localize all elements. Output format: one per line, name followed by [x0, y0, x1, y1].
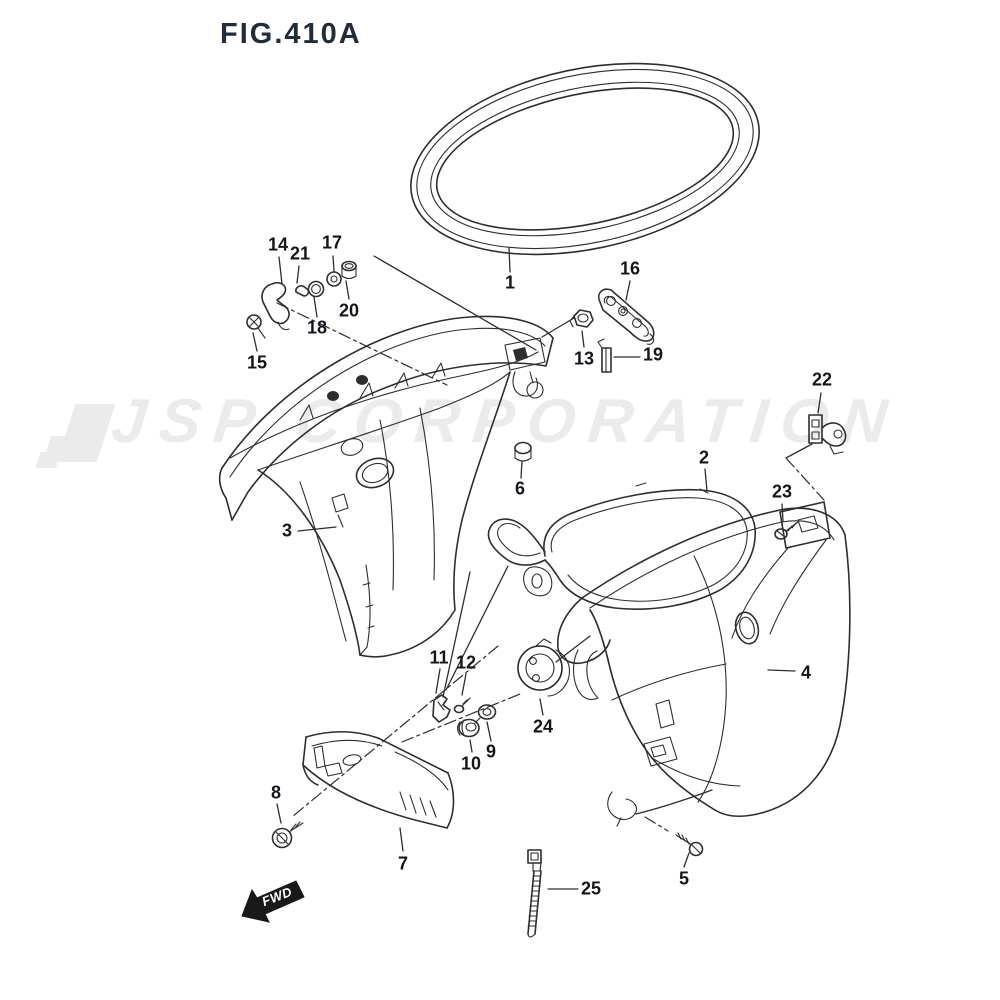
part-6-bushing — [514, 441, 532, 462]
part-1-cowl-seal — [410, 62, 760, 256]
part-23-screw — [774, 521, 799, 540]
part-19-pin — [597, 338, 612, 373]
part-22-latch — [808, 414, 847, 455]
figure-title: FIG.410A — [220, 18, 362, 50]
part-17-washer — [326, 271, 342, 287]
center-lines — [276, 302, 825, 832]
fwd-arrow-icon — [241, 880, 305, 923]
part-9-grommet — [474, 704, 497, 724]
part-3-side-cover-left — [218, 315, 554, 658]
part-10-bushing — [456, 718, 480, 738]
part-14-hook-lever — [261, 281, 290, 331]
part-8-screw — [271, 821, 304, 849]
part-16-bracket — [597, 288, 655, 345]
part-15-screw — [246, 314, 266, 339]
part-21-clip — [295, 285, 310, 297]
leader-lines — [252, 247, 822, 890]
part-24-round-fitting — [517, 638, 571, 697]
part-2-gasket — [487, 482, 756, 610]
part-11-clip — [432, 694, 451, 723]
part-20-grommet — [341, 260, 357, 280]
part-12-screw — [453, 697, 471, 714]
part-7-lower-panel — [302, 731, 455, 829]
part-18-o-ring — [307, 280, 325, 298]
part-4-side-cover-right — [557, 501, 851, 827]
part-5-screw — [675, 832, 704, 857]
part-25-cable-tie — [527, 849, 542, 938]
